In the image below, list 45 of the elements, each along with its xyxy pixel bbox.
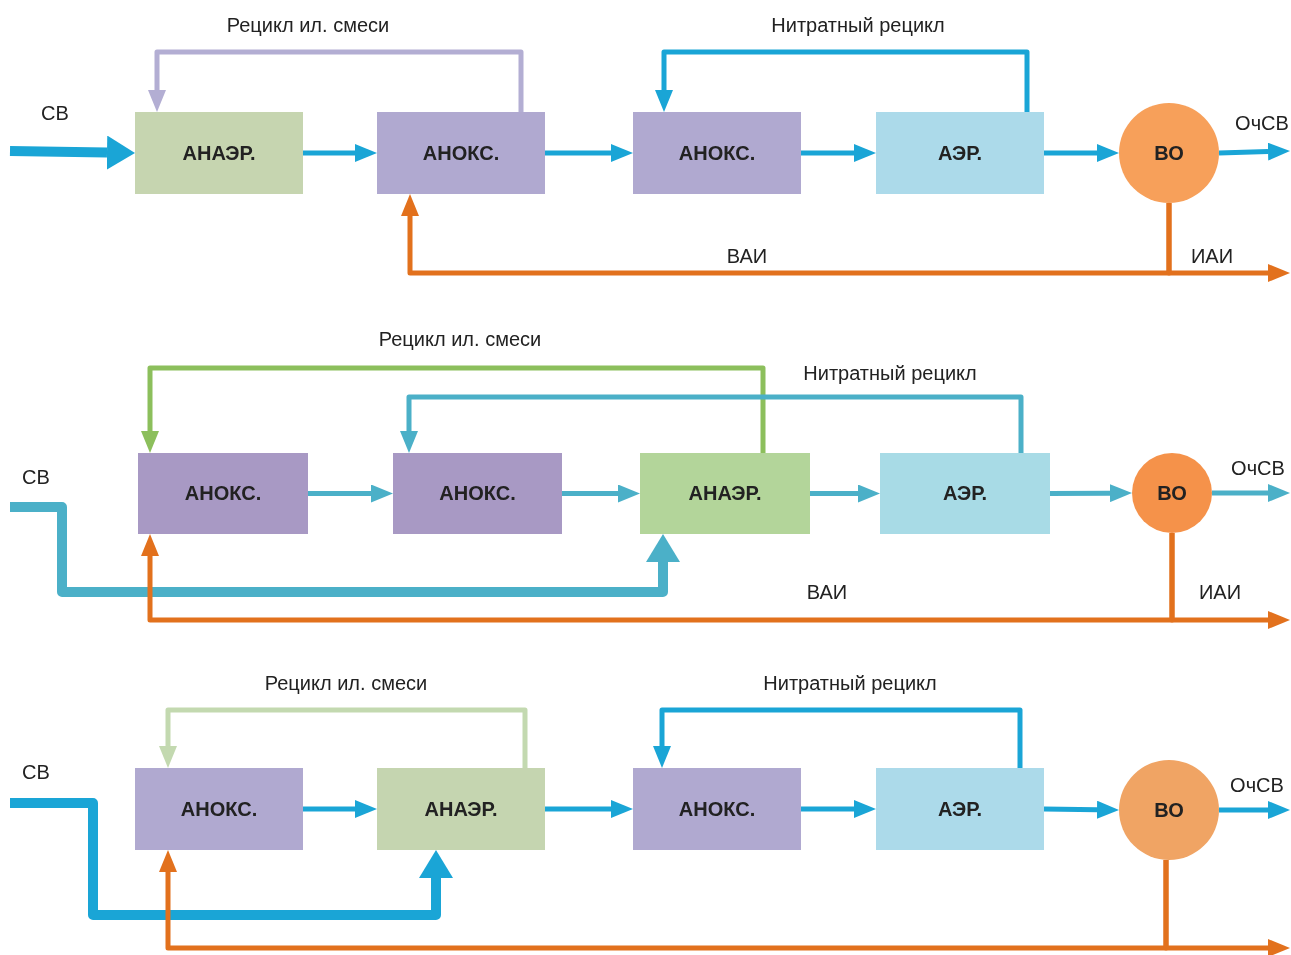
arrow [401, 194, 1172, 276]
arrow [308, 484, 393, 503]
arrow [1212, 484, 1290, 502]
arrow [159, 850, 1169, 951]
arrow [303, 144, 377, 162]
arrow [1043, 800, 1119, 819]
tank-box: АЭР. [880, 453, 1050, 534]
arrow [1050, 484, 1132, 503]
tank-box: АНАЭР. [135, 112, 303, 194]
tank-box: АЭР. [876, 768, 1044, 850]
tank-box: АНОКС. [633, 112, 801, 194]
arrow [148, 49, 524, 112]
inflow-arrow [10, 798, 453, 920]
tank-box: АНАЭР. [377, 768, 545, 850]
arrow [1044, 144, 1119, 162]
arrow [159, 707, 528, 768]
arrow [1169, 533, 1290, 629]
tank-box: АНАЭР. [640, 453, 810, 534]
arrow [400, 394, 1024, 453]
arrow [810, 484, 880, 503]
arrow [1219, 801, 1290, 819]
arrow [1163, 860, 1290, 955]
tank-box: АНОКС. [138, 453, 308, 534]
tank-box: АЭР. [876, 112, 1044, 194]
arrow [801, 800, 876, 818]
arrow [562, 484, 640, 503]
tank-box: АНОКС. [135, 768, 303, 850]
tank-box: АНОКС. [393, 453, 562, 534]
clarifier-circle: ВО [1119, 103, 1219, 203]
arrow [545, 144, 633, 162]
arrow [141, 365, 766, 453]
arrow [653, 707, 1023, 768]
arrow [141, 533, 1175, 623]
arrow [1218, 142, 1290, 161]
clarifier-circle: ВО [1132, 453, 1212, 533]
inflow-arrow [10, 502, 680, 597]
tank-box: АНОКС. [377, 112, 545, 194]
tank-box: АНОКС. [633, 768, 801, 850]
arrow [801, 144, 876, 162]
arrow [655, 49, 1030, 112]
arrow [303, 800, 377, 818]
arrow [545, 800, 633, 818]
arrow [1166, 203, 1290, 282]
clarifier-circle: ВО [1119, 760, 1219, 860]
inflow-arrow [9, 135, 135, 170]
